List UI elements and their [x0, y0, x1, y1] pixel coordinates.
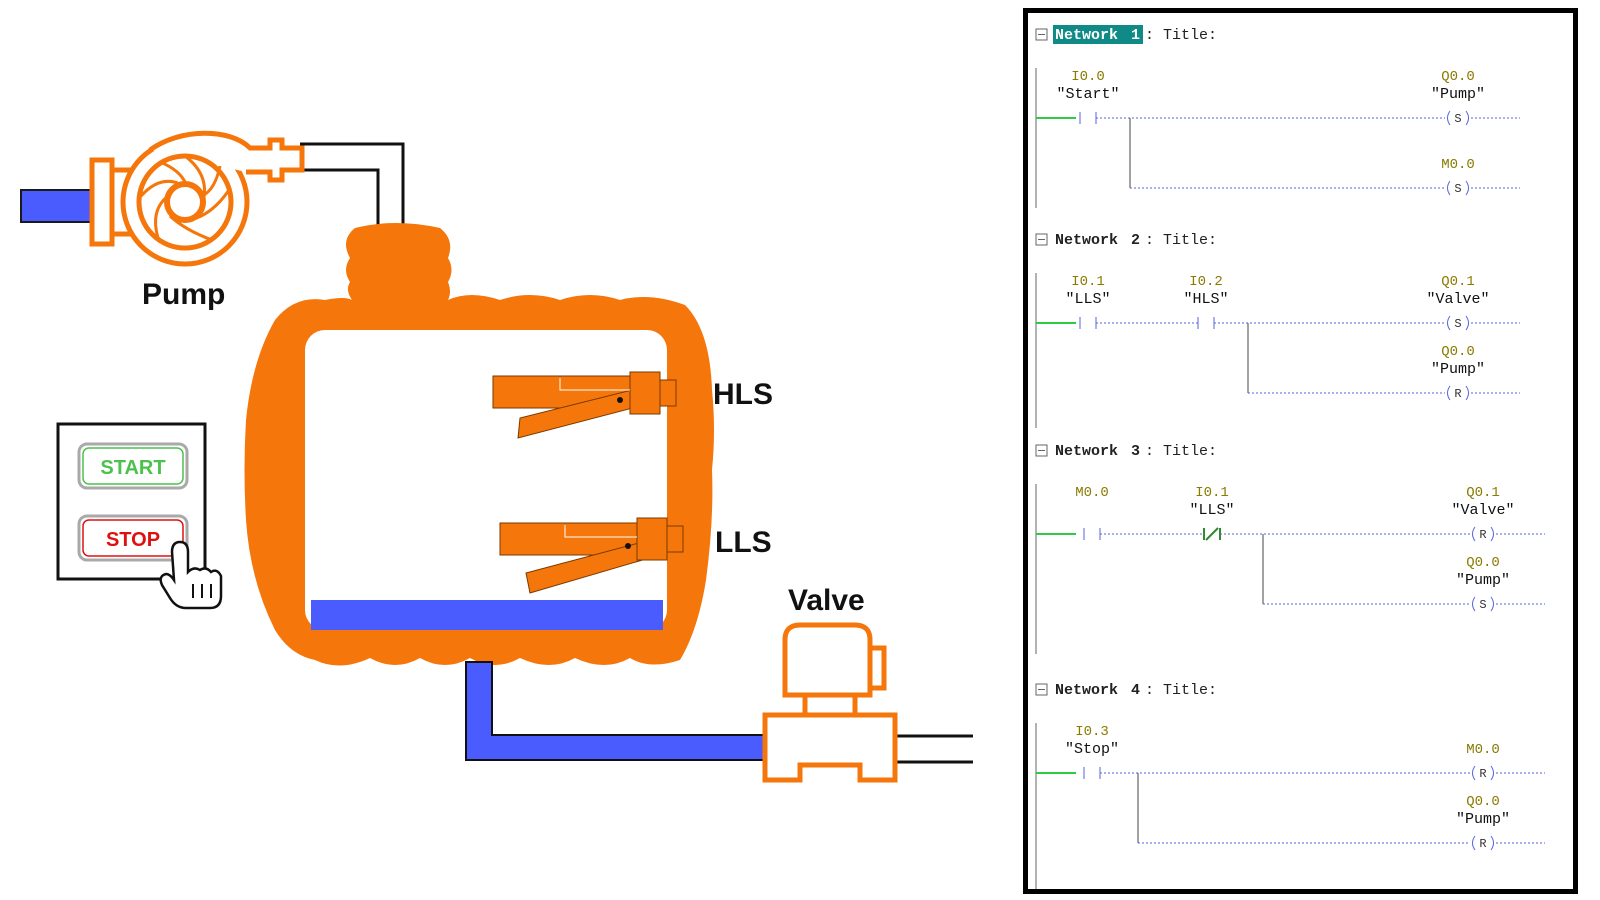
- output-symbol: "Pump": [1456, 572, 1510, 589]
- coil-type: S: [1479, 598, 1486, 612]
- output-address: M0.0: [1441, 157, 1475, 173]
- output-address: Q0.1: [1441, 274, 1475, 290]
- coil-brackets: [1472, 835, 1494, 851]
- coil-brackets: [1472, 596, 1494, 612]
- network-number: 1: [1131, 27, 1140, 44]
- tank-liquid: [311, 600, 663, 630]
- stop-button[interactable]: STOP: [77, 514, 189, 562]
- tank: [244, 223, 714, 666]
- start-button-label: START: [100, 457, 165, 479]
- tank-interior: [305, 330, 667, 630]
- output-symbol: "Valve": [1451, 502, 1514, 519]
- network-highlight: [1053, 25, 1143, 44]
- outlet-pipe: [890, 734, 973, 764]
- coil-brackets: [1472, 765, 1494, 781]
- hand-cursor-icon: [159, 540, 223, 610]
- input-address: I0.2: [1189, 274, 1223, 290]
- valve-icon: [762, 622, 898, 783]
- input-symbol: "Start": [1056, 86, 1119, 103]
- network-number: 3: [1131, 443, 1140, 460]
- output-address: Q0.1: [1466, 485, 1500, 501]
- coil-type: R: [1479, 837, 1486, 851]
- hls-sensor-icon: [492, 371, 677, 439]
- coil-type: S: [1454, 182, 1461, 196]
- input-symbol: "LLS": [1189, 502, 1234, 519]
- network-label: Network: [1055, 27, 1118, 44]
- coil-type: R: [1479, 528, 1486, 542]
- network-title: : Title:: [1145, 682, 1217, 699]
- output-symbol: "Valve": [1426, 291, 1489, 308]
- output-address: Q0.0: [1441, 69, 1475, 85]
- process-diagram: Pump HLS LLS Valve STA: [20, 130, 973, 783]
- network-title: : Title:: [1145, 27, 1217, 44]
- start-button[interactable]: START: [77, 442, 189, 490]
- coil-brackets: [1447, 110, 1469, 126]
- pump-label: Pump: [142, 278, 225, 311]
- coil-type: S: [1454, 317, 1461, 331]
- network-number: 2: [1131, 232, 1140, 249]
- pump-icon: [89, 130, 305, 267]
- network-title: : Title:: [1145, 443, 1217, 460]
- nc-slash: [1205, 527, 1219, 541]
- network-number: 4: [1131, 682, 1140, 699]
- input-symbol: "LLS": [1065, 291, 1110, 308]
- input-address: M0.0: [1075, 485, 1109, 501]
- coil-brackets: [1447, 385, 1469, 401]
- coil-brackets: [1447, 180, 1469, 196]
- coil-brackets: [1472, 526, 1494, 542]
- output-address: Q0.0: [1466, 555, 1500, 571]
- network-label: Network: [1055, 443, 1118, 460]
- network-label: Network: [1055, 232, 1118, 249]
- network-label: Network: [1055, 682, 1118, 699]
- valve-label: Valve: [788, 584, 865, 617]
- output-symbol: "Pump": [1431, 86, 1485, 103]
- lls-label: LLS: [715, 526, 772, 559]
- input-address: I0.1: [1195, 485, 1229, 501]
- output-address: Q0.0: [1466, 794, 1500, 810]
- coil-type: R: [1479, 767, 1486, 781]
- stop-button-label: STOP: [106, 529, 160, 551]
- hls-label: HLS: [713, 378, 773, 411]
- input-address: I0.0: [1071, 69, 1105, 85]
- drain-pipe: [465, 661, 771, 761]
- network-title: : Title:: [1145, 232, 1217, 249]
- output-address: M0.0: [1466, 742, 1500, 758]
- discharge-pipe: [300, 142, 405, 226]
- coil-brackets: [1447, 315, 1469, 331]
- input-address: I0.1: [1071, 274, 1105, 290]
- coil-type: R: [1454, 387, 1461, 401]
- output-address: Q0.0: [1441, 344, 1475, 360]
- output-symbol: "Pump": [1431, 361, 1485, 378]
- input-symbol: "Stop": [1065, 741, 1119, 758]
- output-symbol: "Pump": [1456, 811, 1510, 828]
- input-symbol: "HLS": [1183, 291, 1228, 308]
- lls-sensor-icon: [499, 517, 684, 594]
- input-address: I0.3: [1075, 724, 1109, 740]
- coil-type: S: [1454, 112, 1461, 126]
- inlet-pipe: [20, 189, 100, 223]
